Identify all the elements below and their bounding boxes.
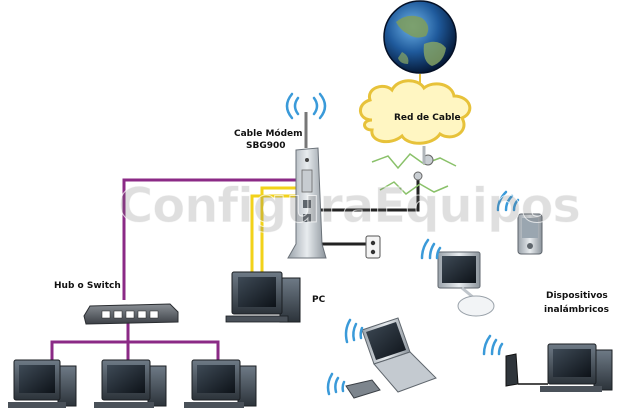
wifi-waves-adapter-icon bbox=[326, 372, 346, 396]
laptop-icon bbox=[361, 317, 437, 393]
modem-model-label: SBG900 bbox=[246, 141, 286, 151]
coax-splitter bbox=[371, 146, 457, 195]
wifi-waves-pda-icon bbox=[496, 190, 520, 212]
pc-computer-icon bbox=[225, 271, 301, 323]
pc-label: PC bbox=[312, 295, 326, 305]
cable-modem-icon bbox=[287, 112, 327, 259]
client-pc-1-icon bbox=[8, 359, 77, 408]
pda-icon bbox=[517, 213, 543, 255]
wireless-pc-icon bbox=[505, 343, 613, 392]
cable-network-cloud-icon bbox=[359, 79, 472, 145]
coax-cables bbox=[318, 176, 420, 246]
client-pc-2-icon bbox=[94, 359, 167, 408]
internet-globe-icon bbox=[383, 0, 457, 74]
lan-cables bbox=[50, 178, 300, 362]
hub-switch-icon bbox=[83, 303, 179, 325]
wifi-waves-wireless-pc-icon bbox=[482, 334, 504, 356]
watermark-text: ConfiguraEquipos bbox=[118, 178, 582, 235]
imac-icon bbox=[437, 251, 495, 317]
modem-label: Cable Módem bbox=[234, 129, 303, 139]
hub-label: Hub o Switch bbox=[54, 281, 121, 291]
wifi-waves-imac-icon bbox=[420, 238, 442, 260]
cloud-label: Red de Cable bbox=[394, 113, 461, 123]
usb-cables bbox=[250, 186, 302, 296]
wifi-waves-modem-icon bbox=[285, 92, 327, 120]
wall-outlet-icon bbox=[365, 235, 381, 259]
wireless-label-line2: inalámbricos bbox=[544, 305, 609, 315]
client-pc-3-icon bbox=[184, 359, 257, 408]
wifi-waves-laptop-icon bbox=[344, 318, 364, 344]
wireless-adapter-icon bbox=[345, 379, 381, 399]
wireless-label-line1: Dispositivos bbox=[546, 291, 608, 301]
